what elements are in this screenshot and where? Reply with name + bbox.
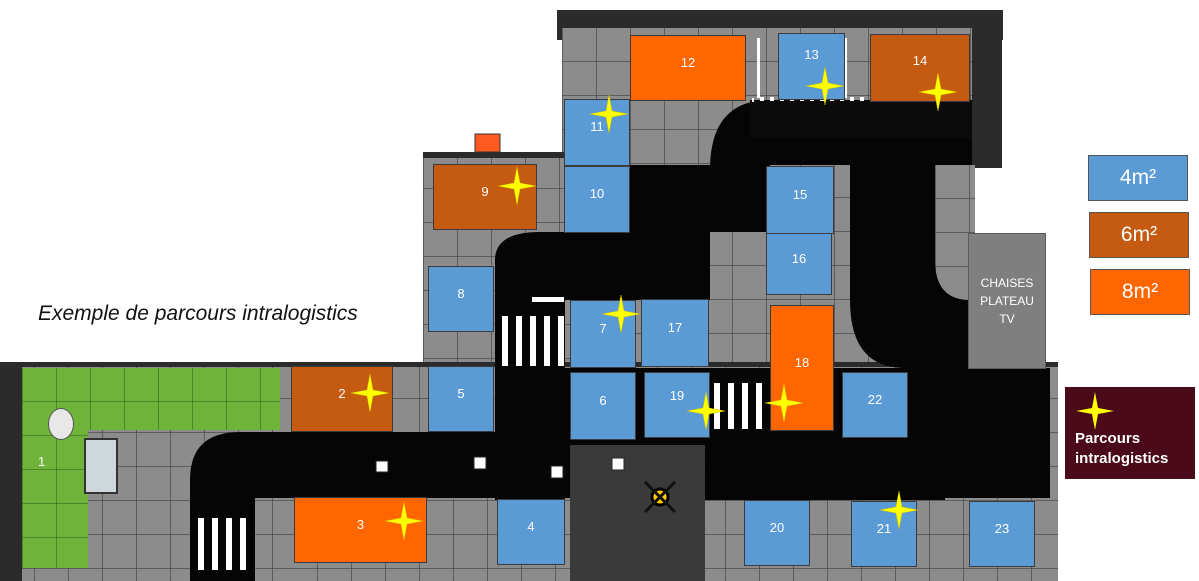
zone-14[interactable]: 14 [870,34,970,102]
zone-6-label: 6 [599,392,607,408]
zone-13-label: 13 [804,47,819,62]
zone-18[interactable]: 18 [770,305,834,431]
zone-2-label: 2 [338,385,346,401]
zone-15[interactable]: 15 [766,166,834,234]
zone-11[interactable]: 11 [564,99,630,166]
chaises-plateau-tv: CHAISES PLATEAU TV [968,233,1046,369]
zone-18-label: 18 [794,354,810,370]
zone-4-label: 4 [527,518,535,534]
zone-7-label: 7 [599,320,607,336]
zone-11-label: 11 [590,119,604,134]
zone-3[interactable]: 3 [294,497,427,563]
zone-20-label: 20 [769,519,785,535]
zone-19-label: 19 [669,387,685,403]
zone-15-label: 15 [792,186,808,202]
zone-10[interactable]: 10 [564,166,630,233]
legend-6m2: 6m² [1089,212,1189,258]
robot-icon [84,438,118,494]
zone-3-label: 3 [356,516,365,532]
legend-8m2-label: 8m² [1121,280,1159,303]
legend-6m2-label: 6m² [1120,223,1158,246]
legend-parcours-line1: Parcours [1075,430,1141,447]
map-title: Exemple de parcours intralogistics [38,302,358,325]
zone-12-label: 12 [680,54,696,70]
zone-6[interactable]: 6 [570,372,636,440]
zone-7[interactable]: 7 [570,300,636,368]
legend-parcours-line2: intralogistics [1075,450,1169,467]
wall-left-top [0,362,285,367]
wall-middle-top [423,152,568,158]
zone-4[interactable]: 4 [497,499,565,565]
chaises-line2: PLATEAU [980,294,1034,308]
zone-14-label: 14 [912,52,928,68]
zone-17-label: 17 [667,319,683,335]
wall-right-dark [972,28,1002,168]
wall-left-edge [0,365,22,581]
chaises-line1: CHAISES [980,276,1034,290]
zone-13[interactable]: 13 [778,33,845,100]
zone-8[interactable]: 8 [428,266,494,332]
zone-8-label: 8 [457,285,465,301]
crosswalk [714,383,774,429]
zone-5[interactable]: 5 [428,366,494,432]
crosswalk [198,518,246,570]
star-icon [1076,392,1114,430]
zone-23[interactable]: 23 [969,501,1035,567]
zone-9[interactable]: 9 [433,164,537,230]
legend-4m2: 4m² [1088,155,1188,201]
zone-22[interactable]: 22 [842,372,908,438]
chaises-line3: TV [999,312,1015,326]
zone-16-label: 16 [791,250,807,266]
zone-22-label: 22 [867,391,883,407]
zone-5-label: 5 [457,385,465,401]
zone-17[interactable]: 17 [641,299,709,367]
zone-23-label: 23 [994,520,1010,536]
zone-19[interactable]: 19 [644,372,710,438]
drone-icon [48,408,74,440]
zone-21-label: 21 [876,520,892,536]
legend-parcours: Parcours intralogistics [1065,387,1195,479]
legend-4m2-label: 4m² [1119,166,1157,189]
zone-16[interactable]: 16 [766,233,832,295]
zone-1-label: 1 [38,454,46,469]
crosswalk [502,316,564,366]
zone-10-label: 10 [589,186,605,201]
zone-2[interactable]: 2 [291,366,393,432]
zone-20[interactable]: 20 [744,500,810,566]
zone-9-label: 9 [481,183,489,199]
zone-21[interactable]: 21 [851,501,917,567]
zone-12[interactable]: 12 [630,35,746,101]
legend-8m2: 8m² [1090,269,1190,315]
grass-area-left [22,368,88,568]
